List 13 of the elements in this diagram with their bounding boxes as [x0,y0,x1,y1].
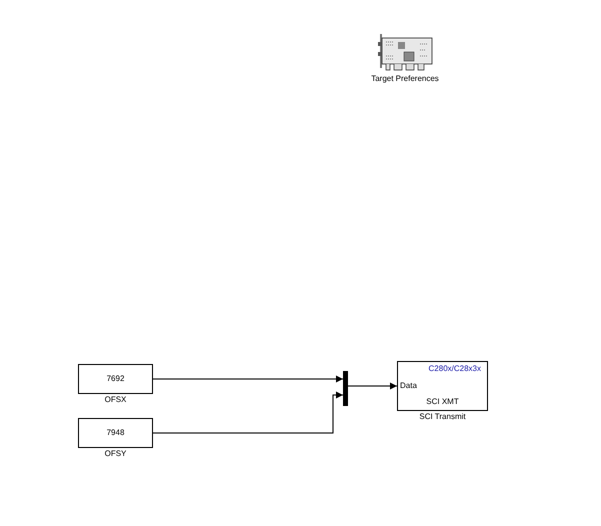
block-name: OFSY [104,449,126,459]
mux-bar [343,371,348,406]
block-name: SCI Transmit [419,412,466,422]
block-name: OFSX [104,395,126,405]
constant-value: 7948 [106,428,124,438]
signal-arrow [152,376,344,382]
port-label: Data [400,381,417,391]
block-label: SCI XMT [426,397,459,407]
processor-label: C280x/C28x3x [428,364,481,374]
signal-arrow [348,382,398,390]
block-name: Target Preferences [371,74,439,84]
signal-arrow [152,392,344,434]
constant-value: 7692 [106,374,124,384]
